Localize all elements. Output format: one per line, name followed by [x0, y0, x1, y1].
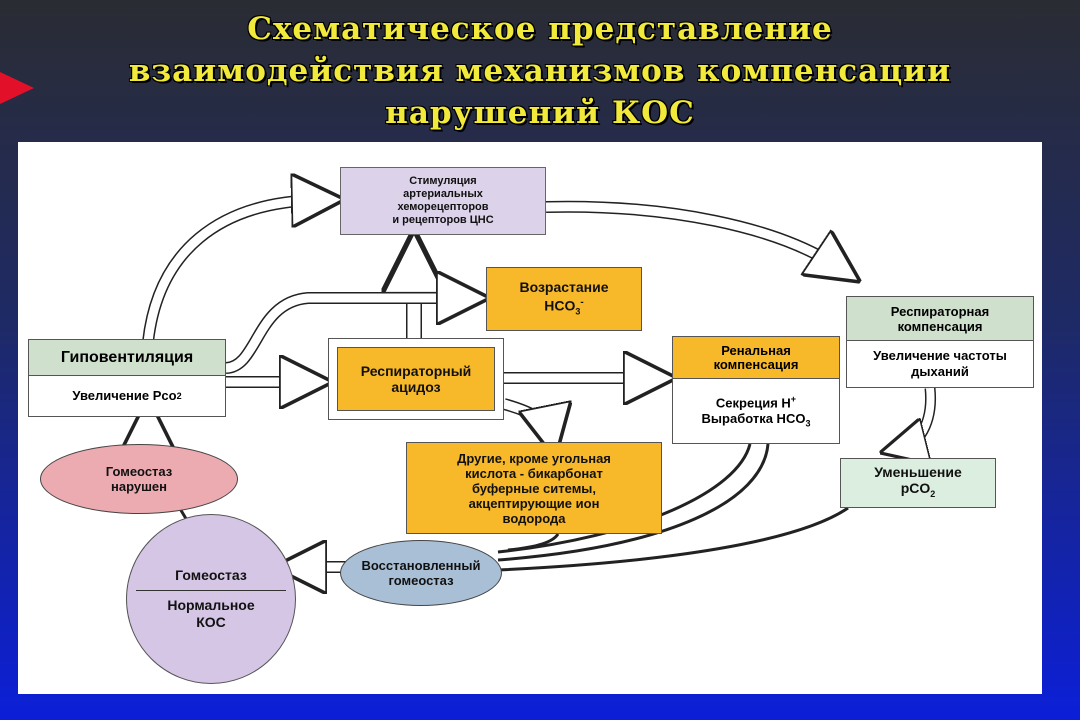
- hco3-increase-line-2: HCO3-: [544, 296, 584, 317]
- disturbed-line-2: нарушен: [111, 479, 167, 494]
- renal-body-line-1: Секреция H+: [715, 393, 797, 410]
- respcomp-body: Увеличение частоты дыханий: [847, 341, 1033, 387]
- homeostasis-disturbed-ellipse: Гомеостаз нарушен: [40, 444, 238, 514]
- title-line-3: нарушений КОС: [385, 95, 695, 131]
- curve-renal-to-restored-b: [497, 443, 752, 554]
- title-line-2: взаимодействия механизмов компенсации: [128, 53, 952, 89]
- arrow-hypo-to-stim: [142, 200, 318, 343]
- diagram-panel: Стимуляция артериальных хеморецепторов и…: [18, 142, 1042, 694]
- respiratory-acidosis-box: Респираторный ацидоз: [337, 347, 495, 411]
- stimulation-box: Стимуляция артериальных хеморецепторов и…: [340, 167, 546, 235]
- respcomp-header-line-1: Респираторная: [890, 303, 990, 319]
- hco3-increase-line-1: Возрастание: [519, 278, 609, 295]
- arrow-hypo-to-hco3: [224, 298, 463, 374]
- buffers-line-1: Другие, кроме угольная: [457, 450, 611, 466]
- renal-header-line-2: компенсация: [713, 356, 799, 372]
- buffers-line-2: кислота - бикарбонат: [465, 465, 603, 481]
- stimulation-line-4: и рецепторов ЦНС: [392, 214, 494, 226]
- title-line-1: Схематическое представление: [247, 11, 833, 47]
- arrow-stim-to-respcomp: [545, 200, 838, 267]
- restored-line-1: Восстановленный: [361, 558, 481, 573]
- resp-acidosis-line-2: ацидоз: [391, 379, 441, 395]
- respiratory-acidosis-frame: Респираторный ацидоз: [328, 338, 504, 420]
- stimulation-line-1: Стимуляция: [409, 175, 477, 187]
- renal-compensation-box: Ренальная компенсация Секреция H+ Вырабо…: [672, 336, 840, 444]
- red-pointer-icon: [0, 72, 34, 104]
- curve-renal-to-restored-a: [497, 443, 770, 562]
- arrow-acidosis-to-buffers: [502, 398, 550, 432]
- pco2-decrease-box: Уменьшение pCO2: [840, 458, 996, 508]
- homeostasis-bottom-2: КОС: [196, 614, 226, 630]
- pco2-line-1: Уменьшение: [874, 464, 962, 481]
- renal-header-line-1: Ренальная: [721, 342, 791, 358]
- arrow-respcomp-to-pco2: [903, 387, 937, 447]
- buffers-line-3: буферные ситемы,: [471, 480, 597, 496]
- renal-header: Ренальная компенсация: [673, 337, 839, 379]
- renal-body: Секреция H+ Выработка HCO3: [673, 379, 839, 443]
- stimulation-line-2: артериальных: [403, 188, 483, 200]
- disturbed-line-1: Гомеостаз: [105, 464, 173, 479]
- respcomp-body-line-1: Увеличение частоты: [873, 348, 1007, 363]
- buffers-line-4: акцептирующие ион: [468, 495, 600, 511]
- resp-acidosis-line-1: Респираторный: [360, 363, 472, 379]
- respiratory-compensation-box: Респираторная компенсация Увеличение час…: [846, 296, 1034, 388]
- homeostasis-top: Гомеостаз: [175, 567, 247, 583]
- restored-line-2: гомеостаз: [388, 573, 454, 588]
- hco3-increase-box: Возрастание HCO3-: [486, 267, 642, 331]
- homeostasis-bottom-1: Нормальное: [167, 597, 255, 613]
- homeostasis-circle: Гомеостаз Нормальное КОС: [126, 514, 296, 684]
- stimulation-line-3: хеморецепторов: [397, 201, 489, 213]
- buffers-line-5: водорода: [502, 510, 566, 526]
- curve-buffers-to-restored: [507, 533, 560, 552]
- other-buffers-box: Другие, кроме угольная кислота - бикарбо…: [406, 442, 662, 534]
- hypoventilation-header: Гиповентиляция: [29, 340, 225, 376]
- slide-title: Схематическое представление взаимодейств…: [0, 8, 1080, 134]
- homeostasis-divider: [136, 590, 286, 591]
- respcomp-header-line-2: компенсация: [897, 318, 983, 334]
- curve-pco2-to-restored: [497, 506, 849, 572]
- respcomp-body-line-2: дыханий: [911, 364, 969, 379]
- homeostasis-restored-ellipse: Восстановленный гомеостаз: [340, 540, 502, 606]
- respcomp-header: Респираторная компенсация: [847, 297, 1033, 341]
- renal-body-line-2: Выработка HCO3: [701, 410, 811, 429]
- pco2-line-2: pCO2: [900, 480, 936, 499]
